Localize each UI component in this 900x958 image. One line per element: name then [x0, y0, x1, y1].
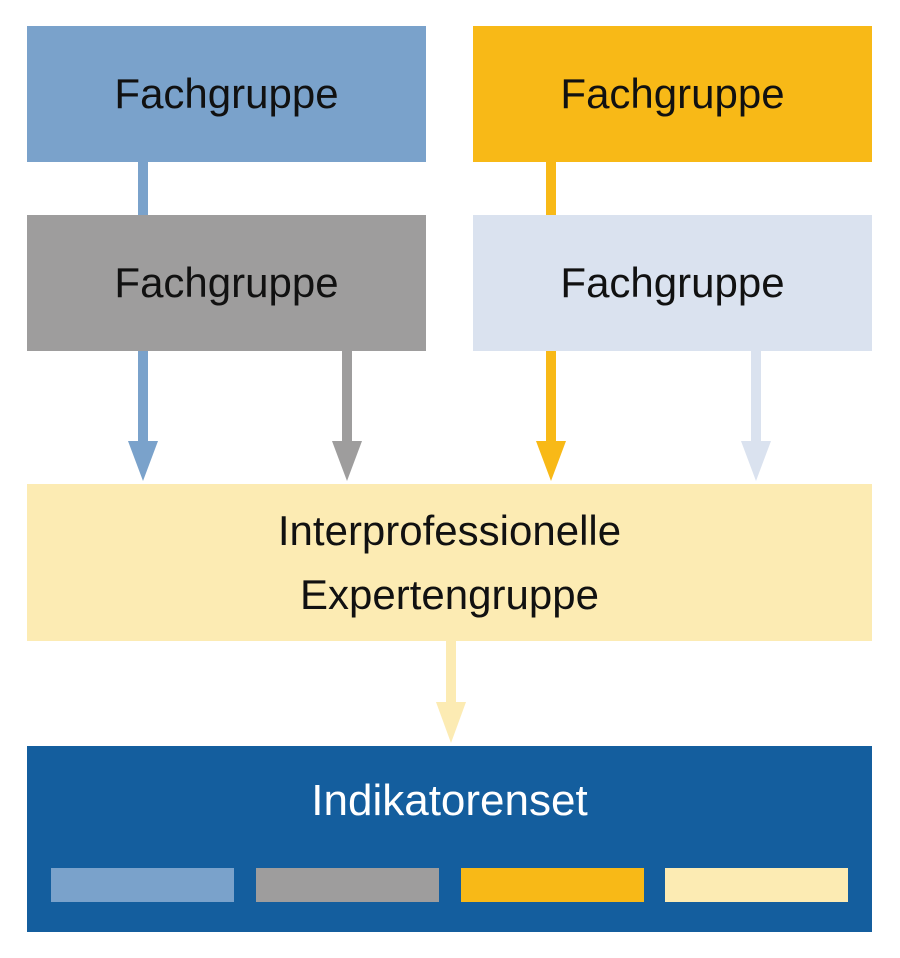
arrow-lightblue-head	[741, 441, 771, 481]
arrow-expert-shaft	[446, 641, 456, 704]
fachgruppe-box-lightblue: Fachgruppe	[473, 215, 872, 351]
arrow-expert-head	[436, 702, 466, 743]
fachgruppe-box-blue: Fachgruppe	[27, 26, 426, 162]
swatch-gray	[256, 868, 439, 902]
arrow-gray-head	[332, 441, 362, 481]
fachgruppe-label: Fachgruppe	[560, 70, 785, 117]
arrow-gray-shaft	[342, 351, 352, 443]
expertengruppe-box: Interprofessionelle Expertengruppe	[27, 484, 872, 641]
arrow-lightblue-shaft	[751, 351, 761, 443]
swatch-blue	[51, 868, 234, 902]
fachgruppe-box-orange: Fachgruppe	[473, 26, 872, 162]
swatch-cream	[665, 868, 848, 902]
arrow-blue-head	[128, 441, 158, 481]
connector-orange-upper	[546, 162, 556, 215]
fachgruppe-label: Fachgruppe	[560, 259, 785, 306]
arrow-blue-shaft	[138, 351, 148, 443]
indikatorenset-label: Indikatorenset	[311, 776, 588, 825]
expertengruppe-label-line1: Interprofessionelle	[277, 506, 622, 554]
indikatorenset-box: Indikatorenset	[27, 746, 872, 932]
arrow-orange-head	[536, 441, 566, 481]
connector-blue-upper	[138, 162, 148, 215]
fachgruppe-label: Fachgruppe	[114, 70, 339, 117]
fachgruppe-label: Fachgruppe	[114, 259, 339, 306]
arrow-orange-shaft	[546, 351, 556, 443]
fachgruppe-box-gray: Fachgruppe	[27, 215, 426, 351]
swatch-orange	[461, 868, 644, 902]
expertengruppe-label-line2: Expertengruppe	[300, 570, 599, 618]
